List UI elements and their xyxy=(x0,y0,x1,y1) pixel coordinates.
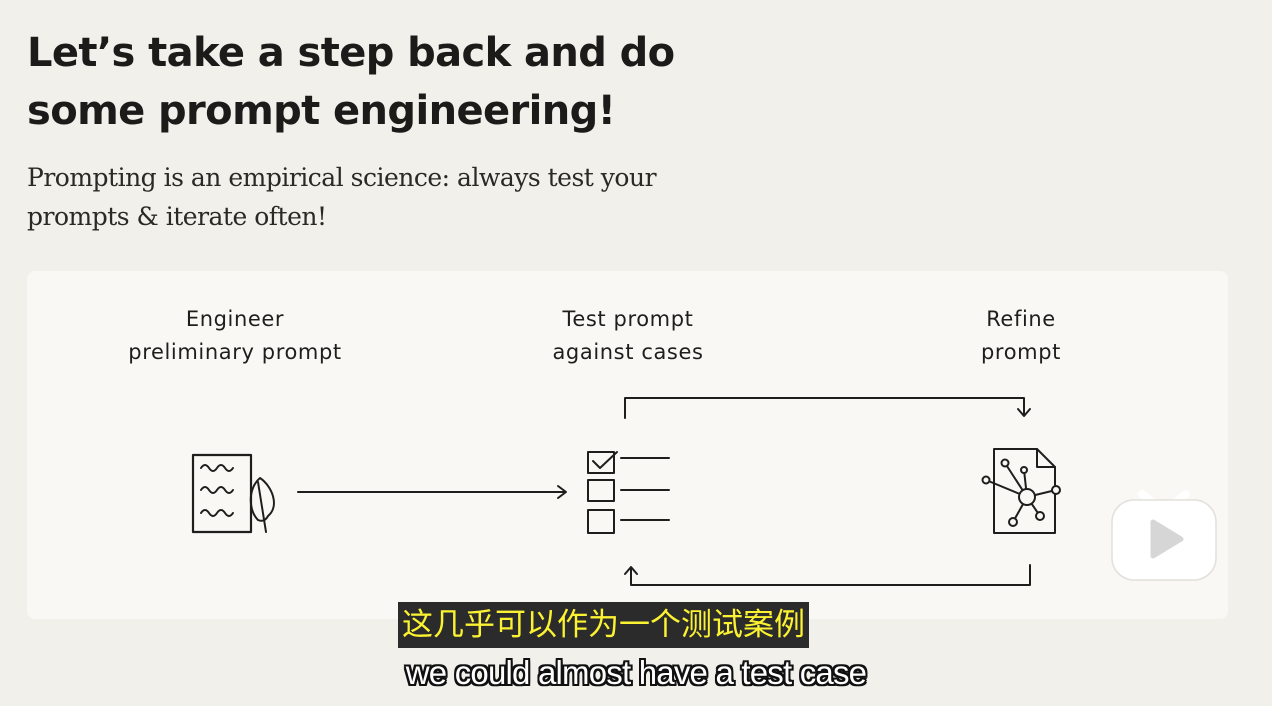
handwritten-document-icon xyxy=(191,453,275,534)
step-label-engineer: Engineer preliminary prompt xyxy=(75,303,395,369)
step-label-refine: Refine prompt xyxy=(861,303,1181,369)
english-caption: we could almost have a test case xyxy=(405,654,867,691)
step-label-refine-line1: Refine xyxy=(986,307,1056,331)
diagram-card xyxy=(27,271,1228,619)
arrow-test-to-refine xyxy=(624,397,1031,419)
slide-title: Let’s take a step back and do some promp… xyxy=(27,30,675,134)
chinese-caption: 这几乎可以作为一个测试案例 xyxy=(398,602,809,648)
step-label-test-line1: Test prompt xyxy=(562,307,694,331)
step-label-engineer-line1: Engineer xyxy=(185,307,285,331)
step-label-test: Test prompt against cases xyxy=(468,303,788,369)
checklist-icon xyxy=(587,451,670,534)
arrow-refine-to-test xyxy=(624,564,1031,586)
step-label-engineer-line2: preliminary prompt xyxy=(128,340,342,364)
tv-play-icon[interactable] xyxy=(1108,478,1220,582)
arrow-engineer-to-test xyxy=(297,485,567,499)
step-label-refine-line2: prompt xyxy=(981,340,1061,364)
step-label-test-line2: against cases xyxy=(552,340,704,364)
slide-subtitle: Prompting is an empirical science: alway… xyxy=(27,163,657,231)
network-document-icon xyxy=(981,448,1061,534)
